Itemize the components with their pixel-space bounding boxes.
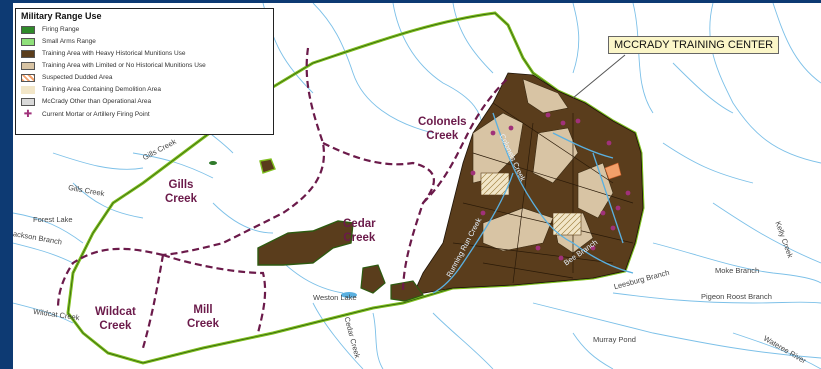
- callout-leader: [572, 54, 626, 99]
- swatch-demolition: [21, 86, 35, 94]
- small-range-1: [360, 264, 386, 294]
- legend-title: Military Range Use: [21, 11, 102, 21]
- small-range-2: [390, 280, 424, 302]
- map-canvas: [13, 3, 821, 369]
- swatch-other: [21, 98, 35, 106]
- swatch-dudded: [21, 74, 35, 82]
- demolition-area-2: [552, 212, 582, 236]
- swatch-small-arms: [21, 38, 35, 46]
- mccrady-callout: MCCRADY TRAINING CENTER: [608, 36, 780, 54]
- watershed-boundaries: [56, 47, 509, 349]
- label-forest-lake: Forest Lake: [33, 215, 73, 224]
- swatch-heavy-use: [21, 50, 35, 58]
- limited-use-area-2: [472, 112, 524, 184]
- weston-lake-shape: [341, 292, 357, 298]
- swatch-limited-use: [21, 62, 35, 70]
- label-moke-branch: Moke Branch: [715, 266, 760, 275]
- suspected-dudded-area: [604, 162, 622, 180]
- limited-use-area-5: [482, 207, 554, 252]
- firing-point-icon: ✚: [23, 109, 33, 120]
- cedar-creek-range: [257, 220, 354, 266]
- demolition-area-1: [480, 172, 510, 196]
- limited-use-area-3: [532, 127, 579, 184]
- label-murray-pond: Murray Pond: [593, 335, 636, 344]
- label-pigeon-roost-branch: Pigeon Roost Branch: [701, 292, 772, 301]
- label-weston-lake: Weston Lake: [313, 293, 357, 302]
- swatch-firing-range: [21, 26, 35, 34]
- map-legend: Military Range Use Firing Range Small Ar…: [15, 8, 274, 135]
- demolition-hatch: [480, 172, 582, 236]
- training-area-streams: [432, 112, 634, 294]
- limited-use-area-1: [522, 78, 569, 114]
- small-range-3: [259, 158, 276, 174]
- firing-points: [470, 112, 631, 261]
- small-pond: [209, 161, 217, 165]
- map-panel: Military Range Use Firing Range Small Ar…: [13, 3, 821, 369]
